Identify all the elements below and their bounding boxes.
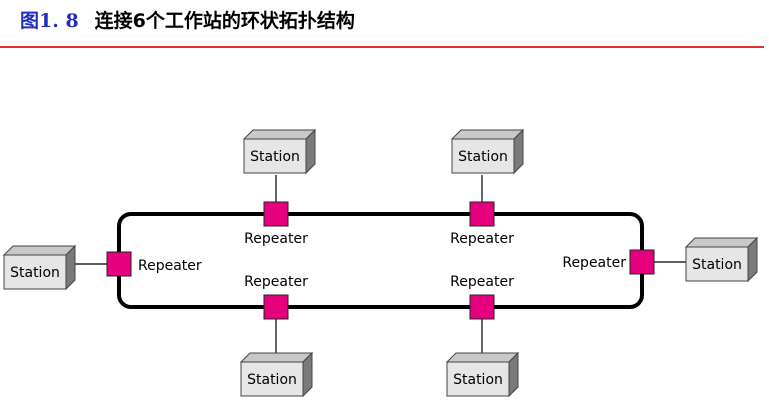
repeater-label: Repeater: [138, 258, 202, 274]
station-2: Station: [450, 128, 525, 175]
station-box-top: [445, 352, 520, 363]
station-box-top: [239, 352, 314, 363]
station-5: Station: [2, 244, 77, 291]
title-divider: [0, 46, 764, 48]
station-box-front: [243, 138, 307, 174]
station-label: Station: [692, 257, 742, 273]
station-box-front: [446, 361, 510, 397]
station-box-front: [685, 246, 749, 282]
repeater-label: Repeater: [562, 255, 626, 271]
station-label: Station: [250, 149, 300, 165]
station-box-front: [240, 361, 304, 397]
station-label: Station: [453, 372, 503, 388]
station-box-front: [3, 254, 67, 290]
station-label: Station: [458, 149, 508, 165]
repeater-label: Repeater: [450, 231, 514, 247]
station-box-top: [2, 245, 77, 256]
station-box-top: [242, 129, 317, 140]
figure-title: 图1. 8 连接6个工作站的环状拓扑结构: [20, 6, 355, 36]
figure-caption: 连接6个工作站的环状拓扑结构: [94, 10, 355, 32]
repeater-4: [469, 294, 495, 320]
station-1: Station: [242, 128, 317, 175]
station-label: Station: [247, 372, 297, 388]
repeater-2: [469, 201, 495, 227]
repeater-label: Repeater: [450, 274, 514, 290]
station-6: Station: [684, 236, 759, 283]
repeater-1: [263, 201, 289, 227]
station-box-top: [684, 237, 759, 248]
repeater-3: [263, 294, 289, 320]
nodes-layer: StationRepeaterStationRepeaterStationRep…: [2, 128, 759, 398]
figure-number: 图1. 8: [20, 10, 79, 32]
station-label: Station: [10, 265, 60, 281]
repeater-label: Repeater: [244, 274, 308, 290]
station-box-top: [450, 129, 525, 140]
repeater-6: [629, 249, 655, 275]
repeater-5: [106, 251, 132, 277]
station-3: Station: [239, 351, 314, 398]
repeater-label: Repeater: [244, 231, 308, 247]
station-4: Station: [445, 351, 520, 398]
station-box-front: [451, 138, 515, 174]
